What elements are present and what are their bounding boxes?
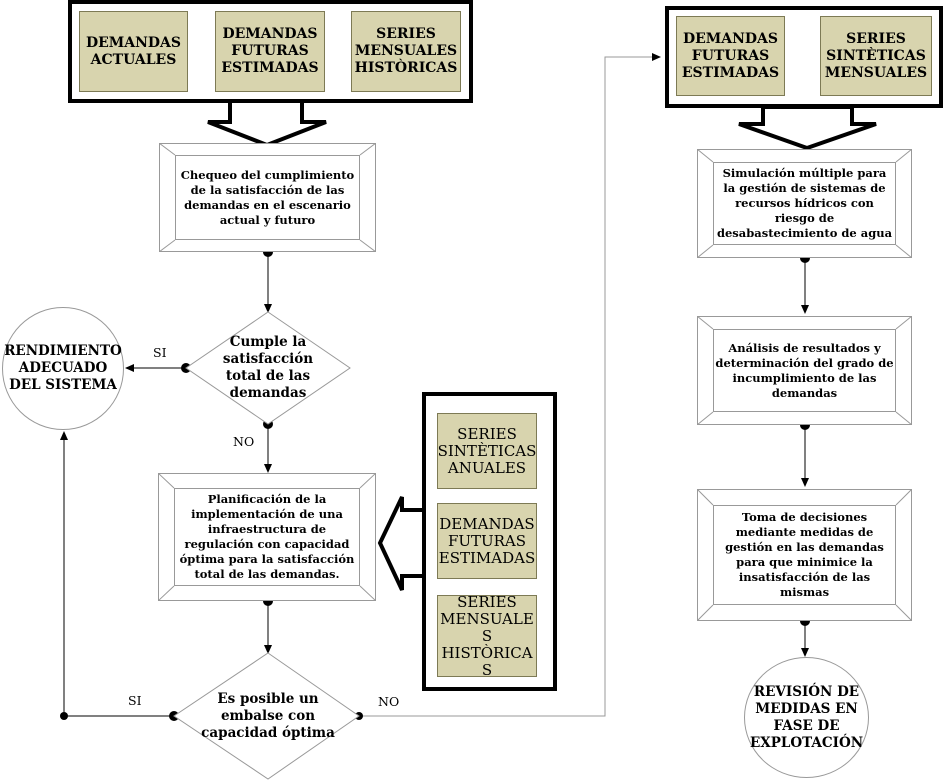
step-analysis-text: Análisis de resultados y determinación d… <box>715 340 894 400</box>
hollow-arrow-side-inputs <box>377 496 426 591</box>
step-check-text: Chequeo del cumplimiento de la satisfacc… <box>180 167 355 227</box>
hollow-arrow-right-inputs <box>738 105 877 151</box>
connector <box>359 53 661 717</box>
label-si-2: SI <box>128 693 142 708</box>
input-demandas-futuras: DEMANDAS FUTURAS ESTIMADAS <box>215 11 325 92</box>
input-series-sinteticas-mensuales: SERIES SINTÈTICAS MENSUALES <box>820 16 932 96</box>
input-series-mensuales-side: SERIES MENSUALE S HISTÒRICA S <box>437 593 537 678</box>
label-si-1: SI <box>153 345 167 360</box>
decision-2-text: Es posible un embalse con capacidad ópti… <box>201 690 335 741</box>
terminal-rendimiento: RENDIMIENTO ADECUADO DEL SISTEMA <box>2 307 124 430</box>
step-planning-text: Planificación de la implementación de un… <box>179 492 355 581</box>
decision-diamond-2 <box>173 652 360 780</box>
input-demandas-actuales: DEMANDAS ACTUALES <box>79 11 188 92</box>
label-no-1: NO <box>233 434 255 449</box>
step-simulation: Simulación múltiple para la gestión de s… <box>697 149 912 258</box>
step-analysis: Análisis de resultados y determinación d… <box>697 316 912 425</box>
step-decisions-text: Toma de decisiones mediante medidas de g… <box>725 510 884 599</box>
decision-1-text: Cumple la satisfacción total de las dema… <box>222 334 314 401</box>
input-demandas-futuras-side: DEMANDAS FUTURAS ESTIMADAS <box>437 503 537 579</box>
input-demandas-futuras-right: DEMANDAS FUTURAS ESTIMADAS <box>676 16 785 96</box>
step-check: Chequeo del cumplimiento de la satisfacc… <box>159 143 376 252</box>
step-decisions: Toma de decisiones mediante medidas de g… <box>697 489 912 621</box>
step-simulation-text: Simulación múltiple para la gestión de s… <box>716 166 893 240</box>
decision-diamond-1 <box>185 311 351 425</box>
hollow-arrow-left-inputs <box>207 98 327 148</box>
input-series-sinteticas-anuales: SERIES SINTÈTICAS ANUALES <box>437 413 537 489</box>
step-planning: Planificación de la implementación de un… <box>158 473 376 601</box>
connector-dot <box>60 712 68 720</box>
terminal-revision: REVISIÓN DE MEDIDAS EN FASE DE EXPLOTACI… <box>744 657 869 778</box>
input-series-mensuales: SERIES MENSUALES HISTÒRICAS <box>351 11 461 92</box>
label-no-2: NO <box>378 694 400 709</box>
